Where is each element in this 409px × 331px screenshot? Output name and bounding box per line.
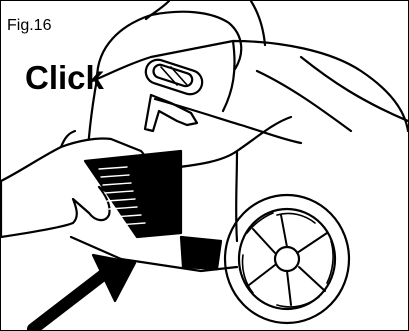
release-button-icon <box>143 57 206 98</box>
lower-slot <box>181 237 221 269</box>
bumper-marker <box>145 95 197 131</box>
handle-lines <box>146 1 265 45</box>
arrow-icon <box>33 255 135 329</box>
click-callout: Click <box>25 59 104 97</box>
figure-label: Fig.16 <box>7 17 51 35</box>
wheel <box>225 195 349 323</box>
